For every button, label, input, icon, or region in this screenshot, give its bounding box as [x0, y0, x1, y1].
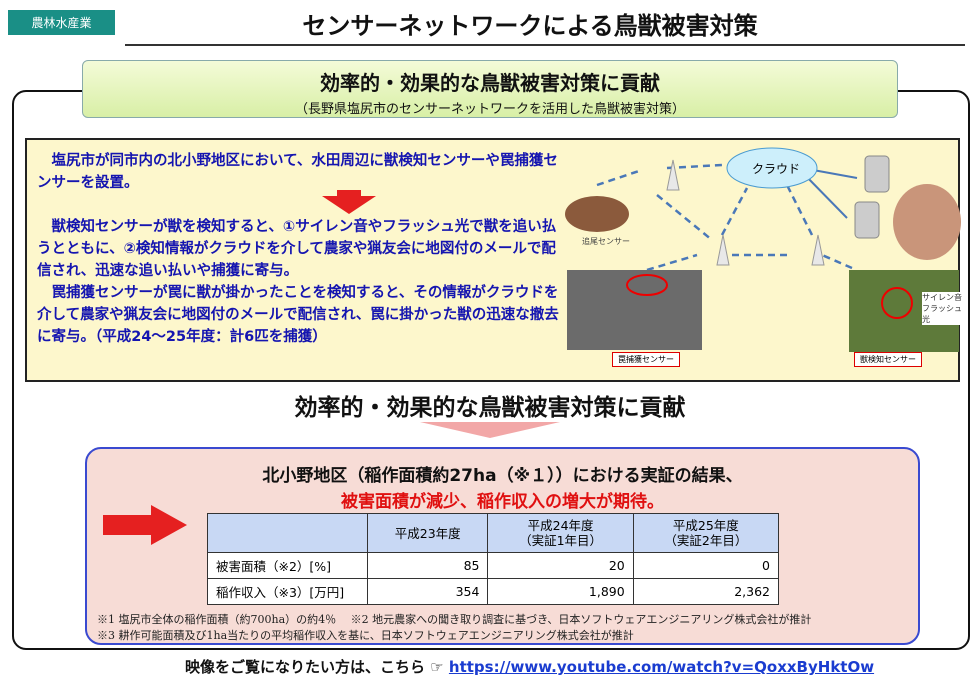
video-prompt: 映像をご覧になりたい方は、こちら ☞ [185, 658, 449, 676]
trap-photo [567, 270, 702, 350]
row-label: 稲作収入（※3）[万円] [207, 578, 368, 605]
cell: 20 [487, 552, 634, 579]
siren-text: サイレン音 [922, 293, 962, 302]
page-title: センサーネットワークによる鳥獣被害対策 [302, 12, 758, 40]
title-divider [125, 44, 965, 46]
video-line: 映像をご覧になりたい方は、こちら ☞ https://www.youtube.c… [185, 656, 874, 677]
cell: 0 [632, 552, 780, 579]
footnote-1: ※1 塩尻市全体の稲作面積（約700ha）の約4％ ※2 地元農家への聞き取り調… [97, 613, 812, 626]
cell: 354 [366, 578, 489, 605]
banner: 効率的・効果的な鳥獣被害対策に貢献 （長野県塩尻市のセンサーネットワークを活用し… [82, 60, 898, 118]
right-arrow-icon [103, 505, 187, 545]
network-lines [565, 147, 961, 352]
cloud-icon [726, 147, 818, 189]
banner-title: 効率的・効果的な鳥獣被害対策に貢献 [320, 71, 660, 95]
results-box: 北小野地区（稲作面積約27ha（※１））における実証の結果、 被害面積が減少、稲… [85, 447, 920, 645]
youtube-link[interactable]: https://www.youtube.com/watch?v=QoxxByHk… [448, 658, 875, 676]
header-h25: 平成25年度（実証2年目） [632, 513, 780, 553]
row-label: 被害面積（※2）[%] [207, 552, 368, 579]
cell: 1,890 [487, 578, 634, 605]
phone-icon [854, 201, 880, 239]
down-arrow-stem [337, 190, 361, 198]
cell: 2,362 [632, 578, 780, 605]
table-row: 稲作収入（※3）[万円] 354 1,890 2,362 [207, 578, 780, 605]
category-tag: 農林水産業 [8, 10, 115, 35]
banner-subtitle: （長野県塩尻市のセンサーネットワークを活用した鳥獣被害対策） [294, 102, 685, 117]
table-row: 被害面積（※2）[%] 85 20 0 [207, 552, 780, 579]
overview-box: 塩尻市が同市内の北小野地区において、水田周辺に獣検知センサーや罠捕獲センサーを設… [25, 138, 962, 382]
paragraph-2: 獣検知センサーが獣を検知すると、①サイレン音やフラッシュ光で獣を追い払うとともに… [37, 219, 557, 279]
cloud-label: クラウド [752, 162, 801, 176]
header-h23: 平成23年度 [366, 513, 489, 553]
cell: 85 [366, 552, 489, 579]
phone-icon [864, 155, 890, 193]
flash-text: フラッシュ光 [922, 304, 962, 324]
result-line-2: 被害面積が減少、稲作収入の増大が期待。 [341, 492, 664, 512]
down-arrow-icon [322, 196, 376, 214]
trap-sensor-label: 罠捕獲センサー [612, 352, 680, 367]
siren-label: サイレン音フラッシュ光 [922, 292, 962, 325]
tracking-sensor-label: 追尾センサー [582, 237, 630, 246]
down-arrow-icon [420, 422, 560, 438]
paragraph-1: 塩尻市が同市内の北小野地区において、水田周辺に獣検知センサーや罠捕獲センサーを設… [37, 153, 558, 191]
header-empty [207, 513, 368, 553]
boar-illustration [565, 196, 629, 232]
paragraph-3: 罠捕獲センサーが罠に獣が掛かったことを検知すると、その情報がクラウドを介して農家… [37, 285, 559, 345]
footnote-3: ※3 耕作可能面積及び1ha当たりの平均稲作収入を基に、日本ソフトウェアエンジニ… [97, 629, 634, 642]
header-h24: 平成24年度（実証1年目） [487, 513, 634, 553]
detect-sensor-label: 獣検知センサー [854, 352, 922, 367]
sensor-network-diagram: クラウド 追尾センサー 罠捕獲センサー 獣検知センサー サイレン音フラッシュ光 [557, 140, 962, 380]
results-table: 平成23年度 平成24年度（実証1年目） 平成25年度（実証2年目） 被害面積（… [207, 513, 780, 605]
farmer-illustration [893, 184, 961, 260]
section-heading: 効率的・効果的な鳥獣被害対策に貢献 [294, 395, 686, 421]
result-line-1: 北小野地区（稲作面積約27ha（※１））における実証の結果、 [262, 466, 743, 486]
